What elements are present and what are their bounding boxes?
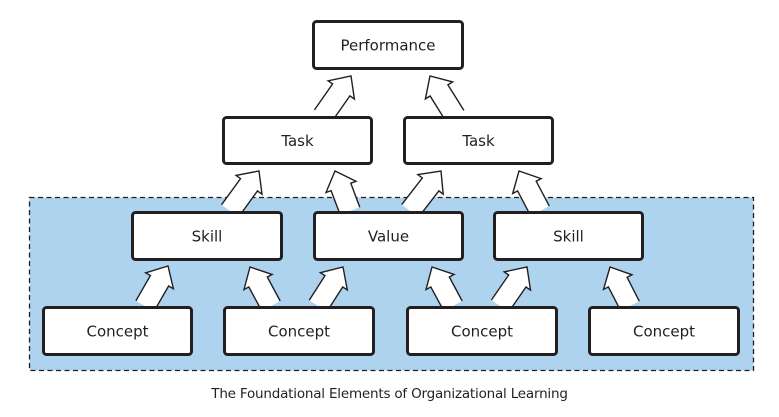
node-box xyxy=(313,211,464,261)
arrow-task-1-to-performance xyxy=(313,75,356,123)
arrow-concept-2-to-value xyxy=(308,266,349,313)
node-label: Concept xyxy=(451,323,513,341)
node-concept-2: Concept xyxy=(223,306,375,356)
node-concept-4: Concept xyxy=(588,306,740,356)
node-concept-3: Concept xyxy=(406,306,558,356)
node-task-1: Task xyxy=(222,116,373,165)
node-box xyxy=(222,116,373,165)
arrow-concept-1-to-skill-1 xyxy=(135,265,175,312)
node-label: Skill xyxy=(192,228,223,246)
node-task-2: Task xyxy=(403,116,554,165)
node-label: Value xyxy=(368,228,409,246)
node-box xyxy=(588,306,740,356)
arrow-skill-1-to-task-1 xyxy=(220,170,263,218)
arrow-concept-3-to-value xyxy=(424,266,463,312)
arrow-concept-2-to-skill-1 xyxy=(242,266,281,312)
node-box xyxy=(493,211,644,261)
arrow-task-2-to-performance xyxy=(424,75,465,122)
node-box xyxy=(42,306,193,356)
node-label: Performance xyxy=(340,37,435,55)
node-box xyxy=(312,20,464,70)
node-label: Concept xyxy=(633,323,695,341)
arrow-concept-4-to-skill-2 xyxy=(602,266,640,312)
node-label: Task xyxy=(461,132,495,150)
node-box xyxy=(131,211,283,261)
node-box xyxy=(403,116,554,165)
arrow-skill-2-to-task-2 xyxy=(511,170,550,217)
node-label: Concept xyxy=(268,323,330,341)
diagram-caption: The Foundational Elements of Organizatio… xyxy=(211,386,568,402)
node-label: Skill xyxy=(553,228,584,246)
edges-layer xyxy=(135,75,640,313)
node-value: Value xyxy=(313,211,464,261)
node-skill-1: Skill xyxy=(131,211,283,261)
node-box xyxy=(406,306,558,356)
arrow-value-to-task-2 xyxy=(401,170,445,218)
node-concept-1: Concept xyxy=(42,306,193,356)
node-skill-2: Skill xyxy=(493,211,644,261)
node-label: Concept xyxy=(86,323,148,341)
arrow-concept-3-to-skill-2 xyxy=(490,266,532,313)
node-box xyxy=(223,306,375,356)
node-performance: Performance xyxy=(312,20,464,70)
node-label: Task xyxy=(280,132,314,150)
arrow-value-to-task-1 xyxy=(324,170,361,215)
